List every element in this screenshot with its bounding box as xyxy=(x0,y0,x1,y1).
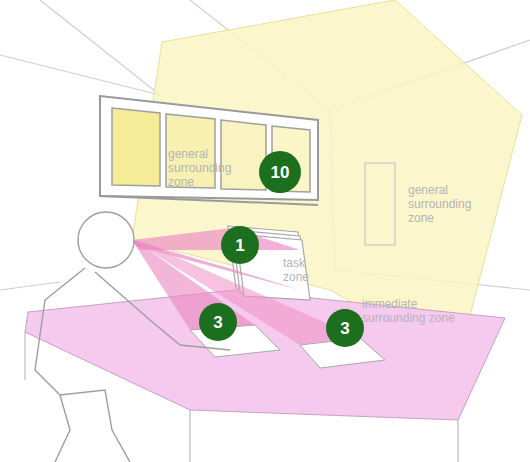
callout-circle: 3 xyxy=(199,303,237,341)
window xyxy=(100,96,318,205)
callout-circle: 1 xyxy=(221,226,259,264)
callout-circle: 10 xyxy=(259,151,301,193)
callout-number: 3 xyxy=(340,320,349,337)
callout-circle: 3 xyxy=(326,309,364,347)
door xyxy=(365,163,395,245)
person xyxy=(35,212,230,462)
zone-label: general surrounding zone xyxy=(168,147,238,189)
callout-number: 1 xyxy=(235,237,244,254)
zone-label: general surrounding zone xyxy=(408,183,478,225)
callout-number: 3 xyxy=(213,314,222,331)
zone-label: task zone xyxy=(283,256,317,284)
zone-label: immediate surrounding zone xyxy=(362,297,462,325)
callout-number: 10 xyxy=(271,164,290,181)
